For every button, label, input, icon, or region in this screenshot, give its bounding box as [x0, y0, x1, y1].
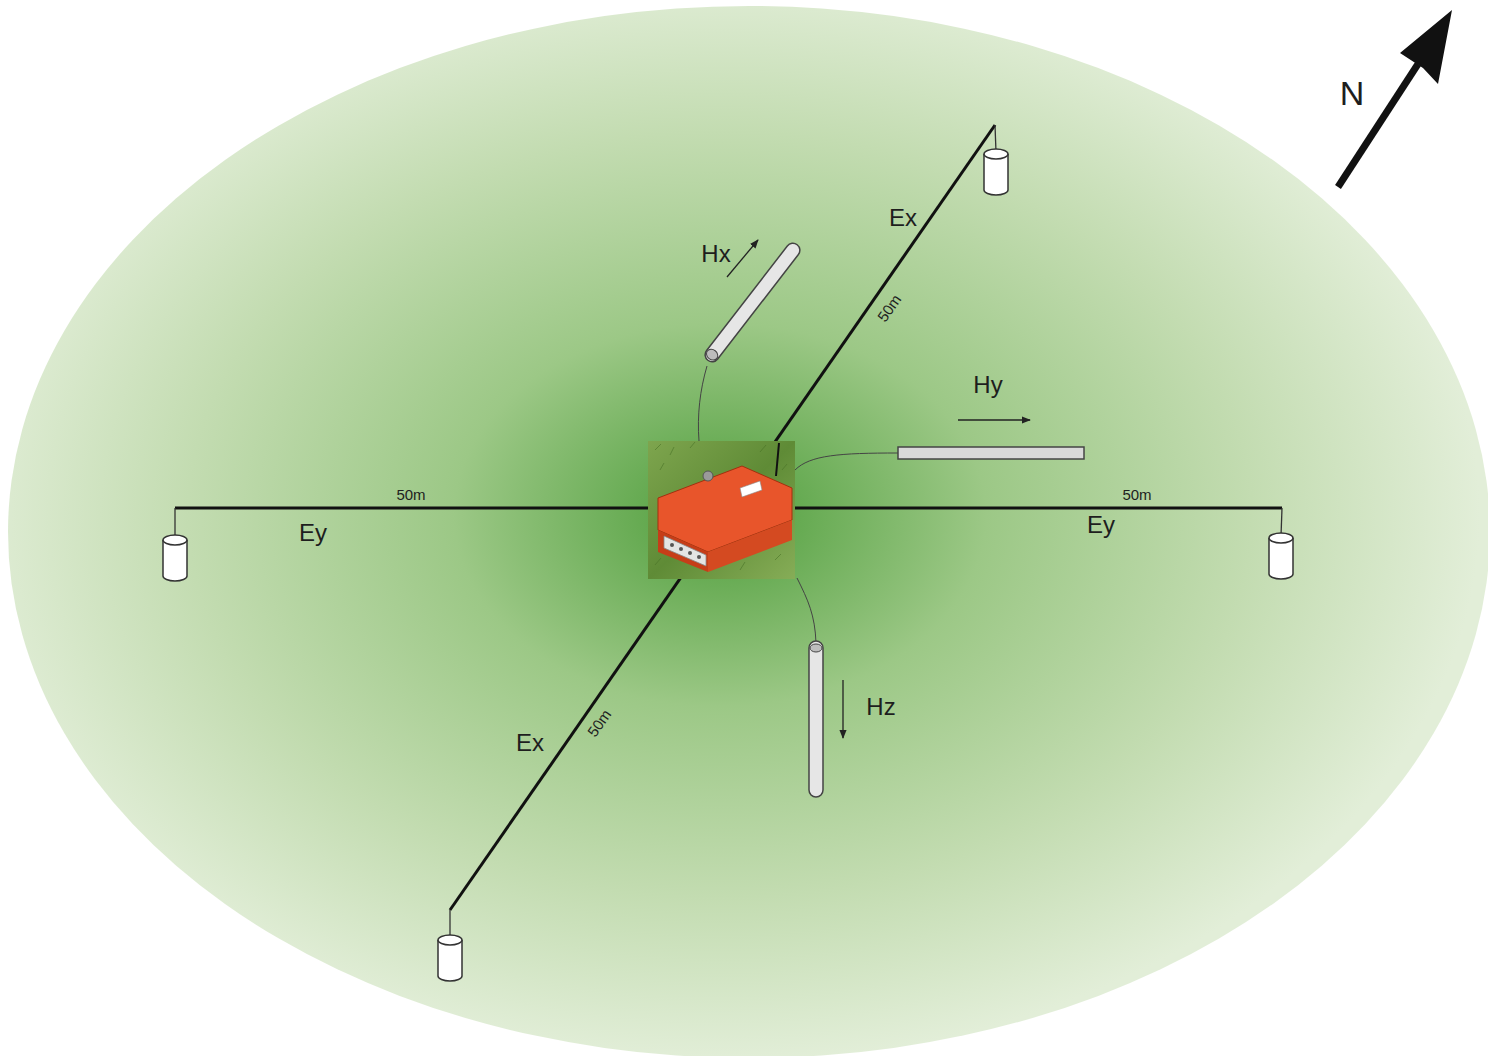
- component-label: Ey: [299, 521, 327, 545]
- component-label: Hx: [701, 242, 730, 266]
- component-label: Hz: [866, 695, 895, 719]
- survey-ground: [8, 6, 1488, 1056]
- hz-direction-arrow: [842, 680, 843, 738]
- dimension-label: 50m: [584, 707, 613, 740]
- electrode: [1269, 533, 1293, 579]
- electrode: [163, 535, 187, 581]
- hy-coil-sensor: [898, 447, 1084, 459]
- ex-dipole-wire: [450, 125, 995, 910]
- component-label: Ex: [516, 731, 544, 755]
- hy-direction-arrow: [958, 419, 1030, 420]
- component-label: Ey: [1087, 513, 1115, 537]
- grass-photo: [648, 441, 795, 579]
- dimension-label: 50m: [396, 487, 425, 502]
- dimension-label: 50m: [1122, 487, 1151, 502]
- electrode: [984, 149, 1008, 195]
- electrodes: [163, 149, 1293, 981]
- electrode: [438, 935, 462, 981]
- hz-coil-sensor: [809, 641, 823, 797]
- component-label: Hy: [973, 373, 1002, 397]
- north-arrow: [1338, 10, 1452, 187]
- hx-direction-arrow: [727, 240, 758, 277]
- component-label: Ex: [889, 206, 917, 230]
- recorder-unit: [648, 441, 795, 579]
- dimension-label: 50m: [874, 292, 903, 325]
- electrode-leads: [175, 125, 1282, 938]
- north-label: N: [1340, 76, 1365, 110]
- hx-coil-sensor: [702, 240, 802, 364]
